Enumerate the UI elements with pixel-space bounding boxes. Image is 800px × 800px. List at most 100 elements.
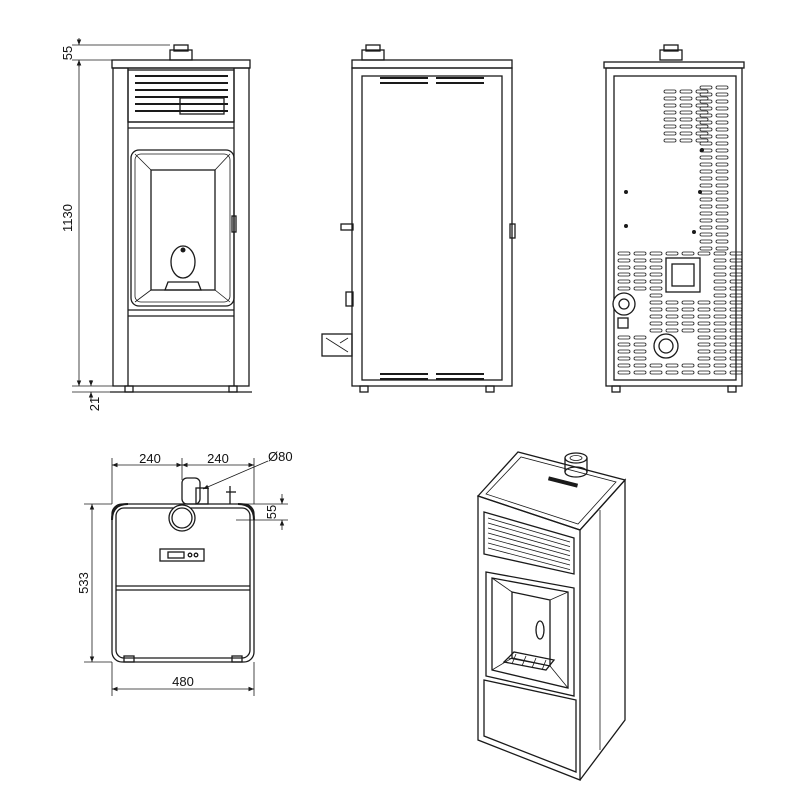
vent-slot <box>649 363 663 368</box>
vent-slot <box>699 127 713 132</box>
vent-slot <box>695 117 709 122</box>
vent-slot <box>663 124 677 129</box>
vent-slot <box>633 335 647 340</box>
vent-slot <box>729 356 743 361</box>
dim-height: 1130 <box>60 204 75 232</box>
vent-slot <box>665 363 679 368</box>
vent-slot <box>649 300 663 305</box>
dim-flue-diameter: Ø80 <box>268 449 293 464</box>
iso-grille-bar <box>487 527 571 552</box>
vent-slot <box>715 183 729 188</box>
vent-slot <box>697 335 711 340</box>
vent-slot <box>729 342 743 347</box>
vent-slot <box>617 363 631 368</box>
vent-slot <box>715 92 729 97</box>
vent-slot <box>699 239 713 244</box>
vent-slot <box>665 251 679 256</box>
vent-slot <box>729 251 743 256</box>
vent-slot <box>665 314 679 319</box>
vent-slot <box>695 96 709 101</box>
dim-feet: 21 <box>87 397 102 411</box>
vent-slot <box>695 110 709 115</box>
iso-grille-bar <box>487 537 571 561</box>
vent-slot <box>649 272 663 277</box>
vent-slot <box>681 251 695 256</box>
vent-slot <box>715 162 729 167</box>
vent-slot <box>713 300 727 305</box>
vent-slot <box>649 293 663 298</box>
vent-slot <box>679 117 693 122</box>
vent-slot <box>699 141 713 146</box>
vent-slot <box>713 307 727 312</box>
vent-slot <box>633 251 647 256</box>
dim-width: 480 <box>172 674 194 689</box>
vent-slot <box>697 349 711 354</box>
vent-slot <box>617 272 631 277</box>
vent-slot <box>699 218 713 223</box>
vent-slot <box>699 99 713 104</box>
vent-slot <box>729 265 743 270</box>
vent-slot <box>729 293 743 298</box>
vent-slot <box>699 120 713 125</box>
vent-slot <box>729 349 743 354</box>
vent-slot <box>633 272 647 277</box>
burner-pot <box>164 245 202 291</box>
iso-grille-bar <box>487 517 571 543</box>
front-grille <box>135 75 228 115</box>
vent-slot <box>681 363 695 368</box>
vent-slot <box>697 314 711 319</box>
vent-slot <box>665 307 679 312</box>
dim-rear-offset: 55 <box>264 505 279 519</box>
vent-slot <box>715 190 729 195</box>
vent-slot <box>617 356 631 361</box>
side-view <box>321 44 516 393</box>
vent-slot <box>713 293 727 298</box>
vent-slot <box>697 342 711 347</box>
vent-slot <box>699 169 713 174</box>
vent-slot <box>697 251 711 256</box>
vent-slot <box>695 131 709 136</box>
vent-slot <box>679 96 693 101</box>
vent-slot <box>715 120 729 125</box>
vent-slot <box>715 197 729 202</box>
top-dimensions: 240 240 Ø80 55 533 480 <box>76 449 293 696</box>
vent-slot <box>665 328 679 333</box>
vent-slot <box>713 314 727 319</box>
dim-depth: 533 <box>76 572 91 594</box>
vent-slot <box>729 321 743 326</box>
vent-slot <box>699 85 713 90</box>
iso-grille-bar <box>487 542 571 566</box>
iso-grille-bar <box>487 532 571 557</box>
vent-slot <box>681 370 695 375</box>
vent-slot <box>649 279 663 284</box>
vent-slot <box>729 314 743 319</box>
vent-slot <box>617 279 631 284</box>
vent-slot <box>713 279 727 284</box>
vent-slot <box>729 363 743 368</box>
vent-slot <box>633 258 647 263</box>
vent-slot <box>715 204 729 209</box>
vent-slot <box>715 211 729 216</box>
vent-slot <box>663 138 677 143</box>
vent-slot <box>713 265 727 270</box>
rear-view <box>603 44 745 393</box>
vent-slot <box>715 85 729 90</box>
vent-slot <box>695 124 709 129</box>
iso-grille-bar <box>487 547 571 570</box>
vent-slot <box>649 258 663 263</box>
vent-slot <box>715 225 729 230</box>
vent-slot <box>699 211 713 216</box>
vent-slot <box>699 134 713 139</box>
vent-slot <box>697 356 711 361</box>
vent-slot <box>681 328 695 333</box>
vent-slot <box>715 141 729 146</box>
vent-slot <box>649 321 663 326</box>
vent-slot <box>633 286 647 291</box>
vent-slot <box>697 307 711 312</box>
front-view <box>110 44 252 393</box>
vent-slot <box>729 307 743 312</box>
vent-slot <box>729 286 743 291</box>
vent-slot <box>665 321 679 326</box>
vent-slot <box>649 370 663 375</box>
vent-slot <box>633 363 647 368</box>
